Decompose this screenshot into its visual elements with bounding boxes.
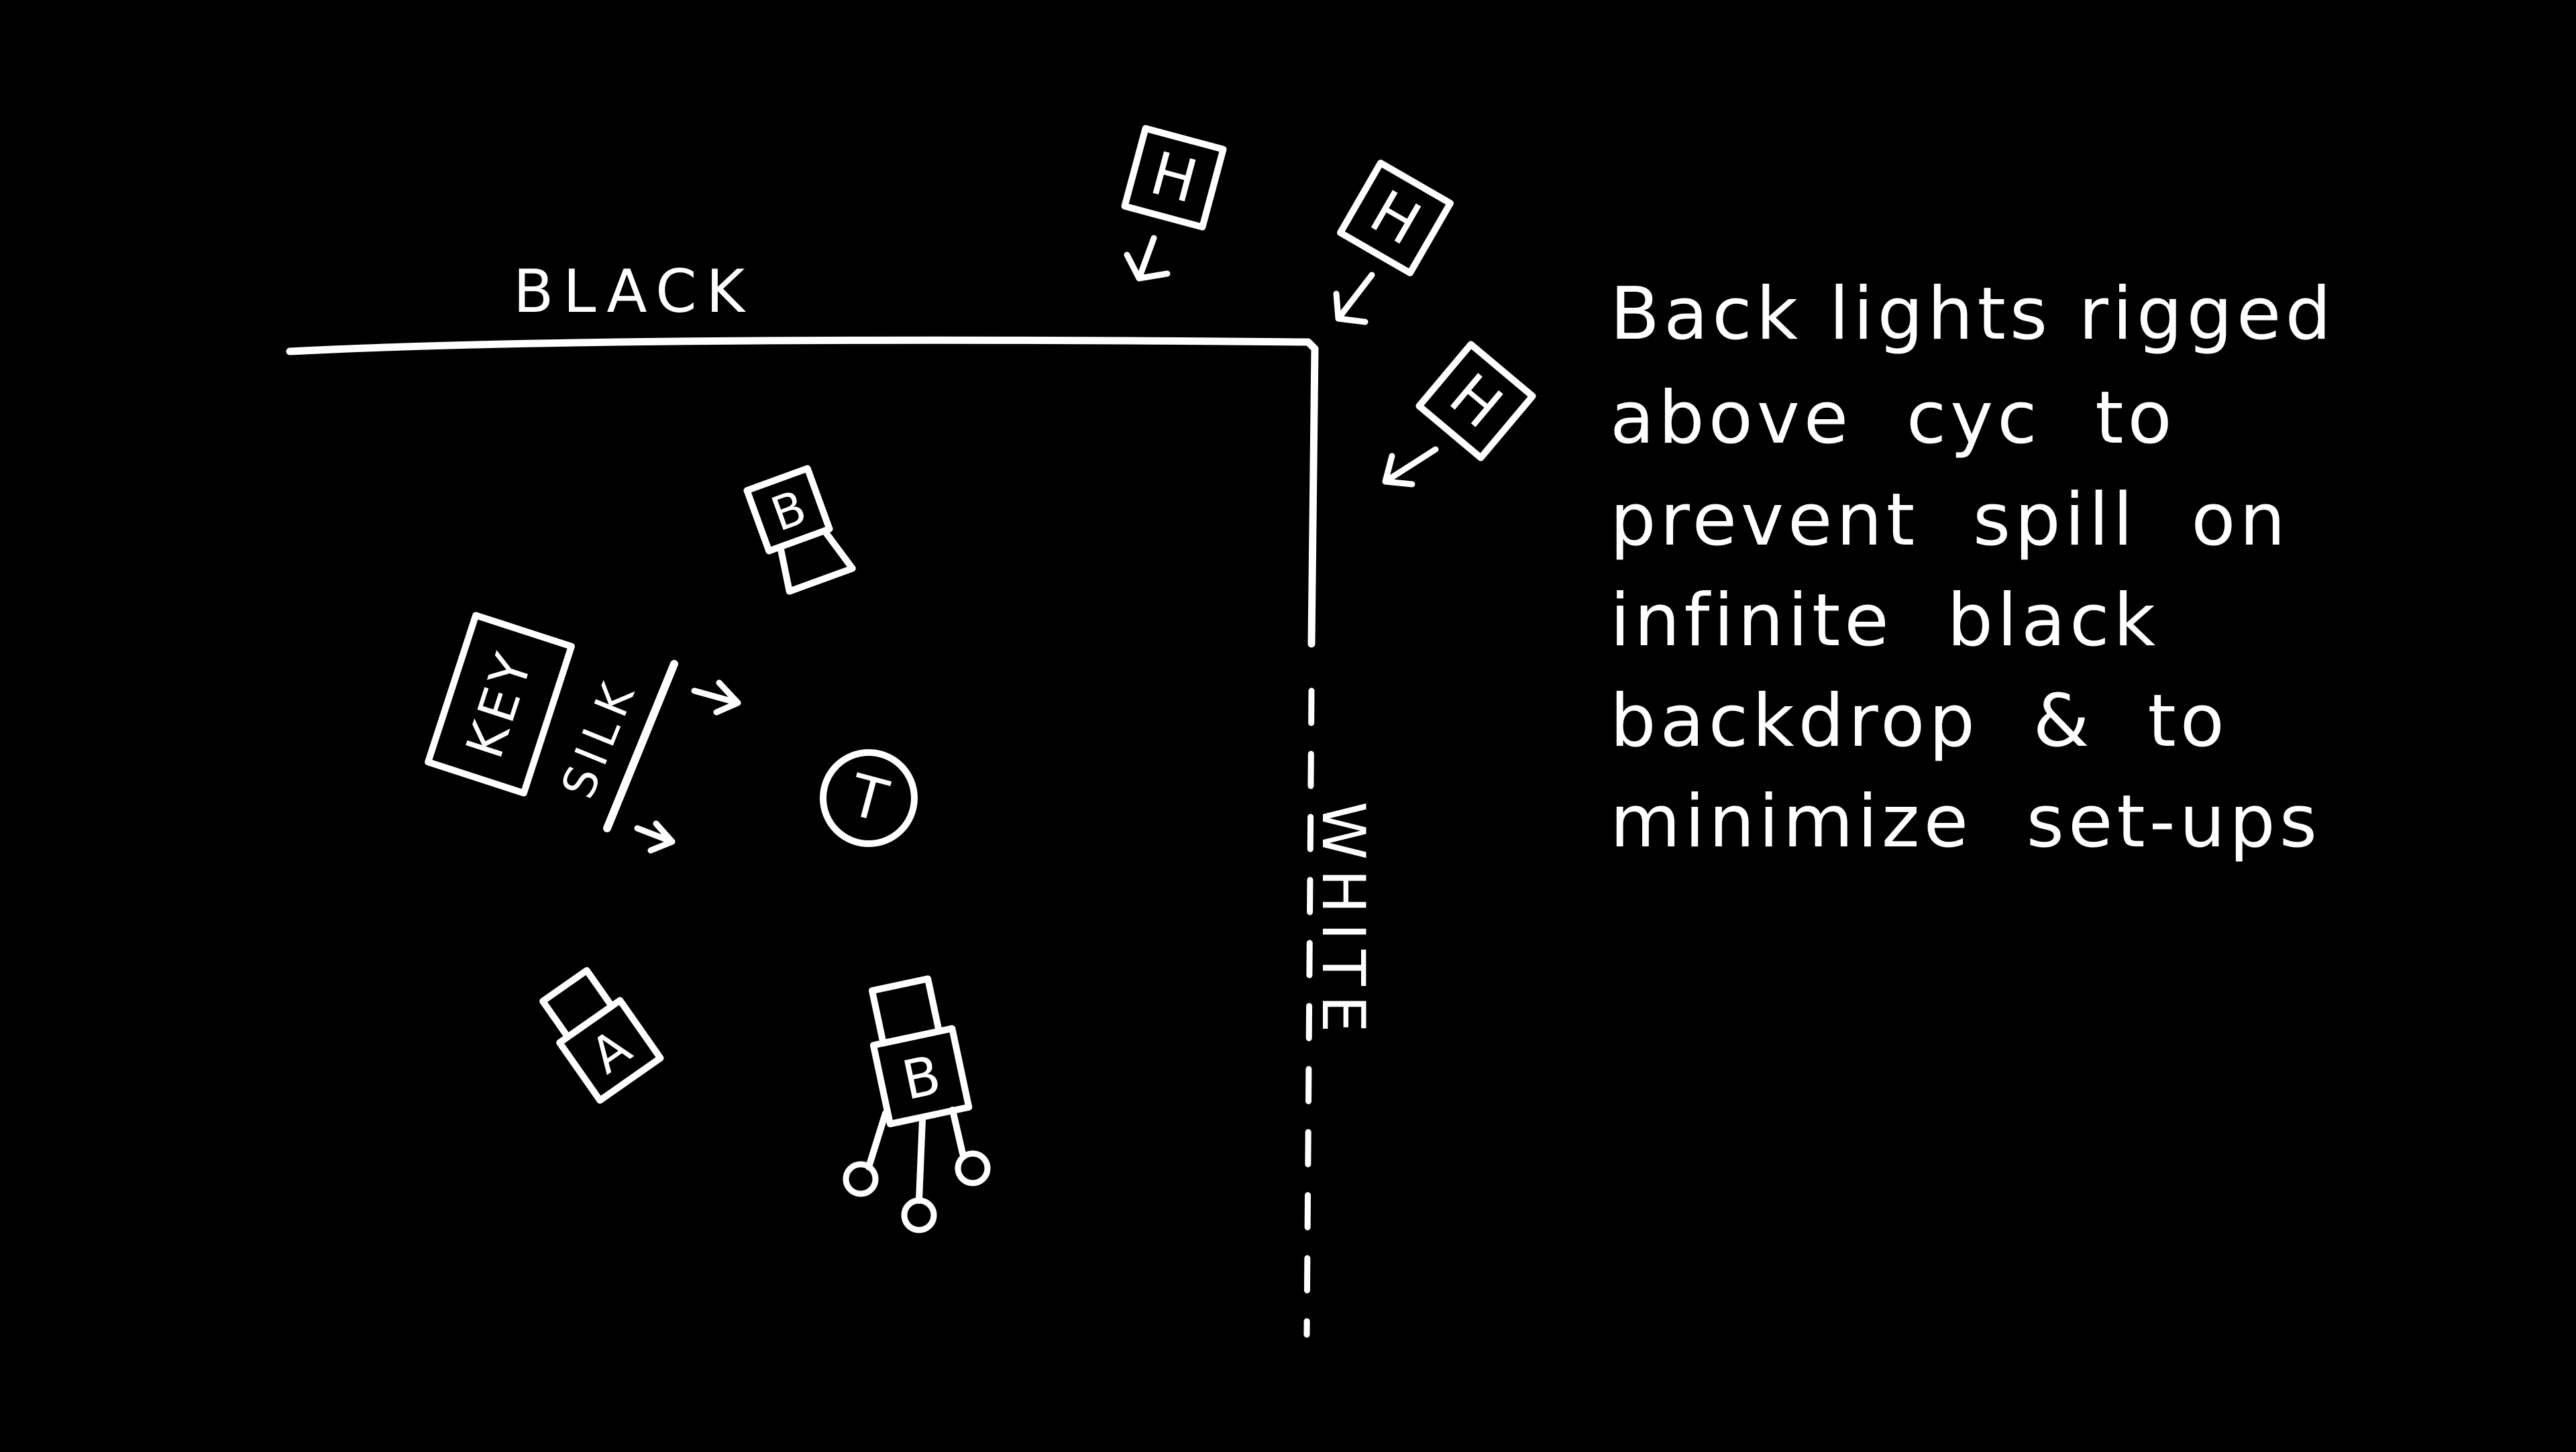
hmi-light-3: H (1415, 341, 1536, 461)
silk-frame (603, 660, 678, 832)
note-line-1: Back lights rigged (1610, 272, 2336, 356)
note-line-3: prevent spill on (1610, 478, 2290, 562)
white-wall-label: WHITE (1309, 801, 1378, 1042)
talent-mark: T (820, 749, 918, 847)
camera-b-tripod: B (843, 975, 991, 1233)
silk-label: SILK (552, 671, 648, 806)
black-wall-label: BLACK (513, 257, 754, 326)
arrow-icon (1333, 272, 1375, 325)
hmi-label: H (1144, 138, 1205, 217)
light-fixture-icon (425, 612, 575, 797)
note-line-5: backdrop & to (1610, 679, 2229, 763)
talent-label: T (842, 762, 894, 836)
b-light-upper: B (743, 465, 856, 595)
note-line-4: infinite black (1610, 579, 2160, 663)
hmi-light-2: H (1337, 160, 1454, 276)
arrow-icon (634, 820, 676, 854)
arrow-icon (691, 679, 741, 716)
key-light: KEY (425, 612, 575, 797)
corner-wall-line (1307, 345, 1319, 648)
note-line-6: minimize set-ups (1610, 780, 2321, 864)
light-fixture-icon (743, 465, 833, 555)
hmi-light-1: H (1121, 125, 1227, 231)
arrow-icon (1124, 235, 1171, 282)
note-line-2: above cyc to (1610, 376, 2176, 460)
light-fixture-icon (1337, 160, 1454, 276)
camera-a: A (539, 966, 664, 1104)
b-light-label: B (764, 480, 813, 542)
key-label: KEY (454, 643, 545, 765)
white-wall-dashed-line (1303, 687, 1315, 1338)
camera-b-label: B (897, 1044, 946, 1112)
camera-icon (556, 997, 664, 1104)
light-fixture-icon (1121, 125, 1227, 231)
light-fixture-icon (1415, 341, 1536, 461)
arrow-icon (1382, 446, 1439, 488)
black-wall-line (286, 336, 1319, 355)
